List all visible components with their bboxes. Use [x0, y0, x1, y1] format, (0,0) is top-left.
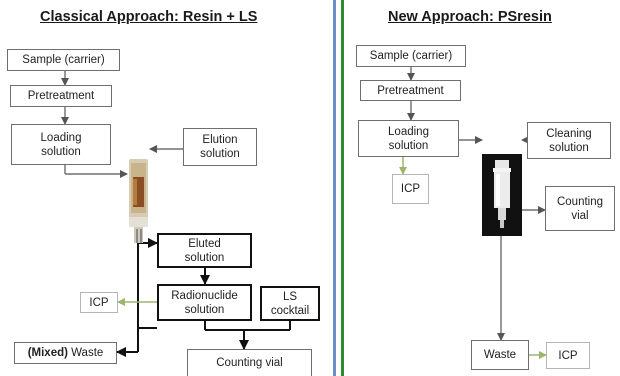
divider-blue — [333, 0, 336, 376]
resin-column-image — [127, 159, 150, 243]
left-ls-cocktail-box: LS cocktail — [260, 286, 320, 321]
right-sample-box: Sample (carrier) — [356, 45, 466, 67]
left-elution-box: Elution solution — [183, 128, 257, 166]
left-title: Classical Approach: Resin + LS — [40, 9, 258, 25]
left-radionuclide-box: Radionuclide solution — [157, 284, 252, 321]
right-loading-box: Loading solution — [358, 120, 459, 157]
right-waste-box: Waste — [471, 340, 529, 370]
right-cleaning-box: Cleaning solution — [527, 122, 611, 159]
psresin-cartridge-image — [482, 154, 522, 236]
right-title: New Approach: PSresin — [388, 9, 552, 25]
left-waste-box: (Mixed) Waste — [14, 342, 117, 364]
left-icp-box: ICP — [80, 292, 118, 313]
right-pretreatment-box: Pretreatment — [360, 80, 461, 101]
left-loading-box: Loading solution — [11, 124, 111, 165]
left-sample-box: Sample (carrier) — [7, 49, 120, 71]
right-icp-bottom-box: ICP — [546, 342, 590, 369]
left-counting-vial-box: Counting vial — [187, 349, 312, 376]
right-icp-top-box: ICP — [392, 174, 429, 204]
waste-label: Waste — [67, 347, 104, 359]
divider-green — [341, 0, 344, 376]
left-eluted-box: Eluted solution — [157, 233, 252, 268]
waste-prefix: (Mixed) — [27, 347, 68, 359]
right-counting-vial-box: Counting vial — [545, 186, 615, 231]
left-pretreatment-box: Pretreatment — [10, 85, 112, 107]
